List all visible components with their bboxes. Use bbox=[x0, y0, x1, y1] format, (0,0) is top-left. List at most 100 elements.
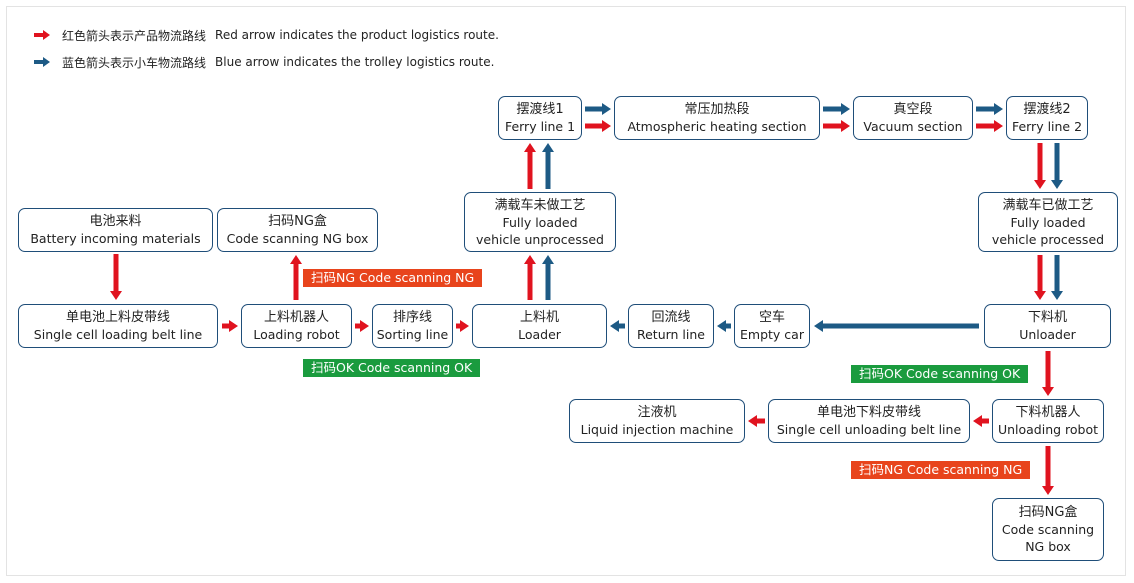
vacuum-en: Vacuum section bbox=[863, 119, 963, 134]
liquid-injection-zh: 注液机 bbox=[637, 405, 677, 420]
arrow-vacuum-to-ferry2-red bbox=[976, 120, 1003, 132]
empty-car-zh: 空车 bbox=[758, 310, 785, 325]
arrow-ferry2-to-processed-red bbox=[1034, 143, 1046, 189]
arrow-unloading-robot-to-ng-box bbox=[1042, 446, 1054, 495]
tag-ng-bottom: 扫码NG Code scanning NG bbox=[851, 461, 1031, 479]
full-unprocessed-zh: 满载车未做工艺 bbox=[494, 197, 586, 213]
arrow-unloader-to-empty-car bbox=[814, 320, 979, 332]
node-full-processed: 满载车已做工艺 Fully loaded vehicle processed bbox=[978, 192, 1118, 252]
full-processed-en1: Fully loaded bbox=[1010, 214, 1086, 230]
ng-box-bottom-en1: Code scanning bbox=[1001, 522, 1095, 537]
battery-incoming-zh: 电池来料 bbox=[89, 214, 142, 229]
node-loader: 上料机 Loader bbox=[472, 304, 607, 348]
node-ferry2: 摆渡线2 Ferry line 2 bbox=[1006, 96, 1088, 140]
arrow-loader-to-unprocessed-red bbox=[524, 255, 536, 300]
node-unloading-robot: 下料机器人 Unloading robot bbox=[992, 399, 1104, 443]
loading-robot-zh: 上料机器人 bbox=[263, 310, 329, 325]
heating-zh: 常压加热段 bbox=[684, 102, 750, 117]
belt-line-zh: 单电池上料皮带线 bbox=[65, 310, 170, 325]
arrow-belt-to-loading-robot bbox=[222, 320, 238, 332]
vacuum-zh: 真空段 bbox=[893, 102, 933, 117]
full-unprocessed-en1: Fully loaded bbox=[502, 214, 578, 230]
node-unloader: 下料机 Unloader bbox=[984, 304, 1111, 348]
unload-belt-en: Single cell unloading belt line bbox=[776, 422, 962, 437]
ferry1-en: Ferry line 1 bbox=[504, 119, 576, 134]
ng-box-top-zh: 扫码NG盒 bbox=[268, 214, 327, 229]
arrow-ferry1-to-heating-red bbox=[585, 120, 611, 132]
red-arrow-icon bbox=[34, 30, 50, 40]
legend-red: 红色箭头表示产品物流路线 Red arrow indicates the pro… bbox=[34, 26, 499, 44]
node-battery-incoming: 电池来料 Battery incoming materials bbox=[18, 208, 213, 252]
tag-ok-right: 扫码OK Code scanning OK bbox=[851, 365, 1029, 383]
ferry1-zh: 摆渡线1 bbox=[516, 102, 564, 117]
unloader-zh: 下料机 bbox=[1027, 310, 1067, 325]
node-belt-line: 单电池上料皮带线 Single cell loading belt line bbox=[18, 304, 218, 348]
loading-robot-en: Loading robot bbox=[253, 327, 340, 342]
node-full-unprocessed: 满载车未做工艺 Fully loaded vehicle unprocessed bbox=[464, 192, 616, 252]
arrow-unloading-robot-to-belt bbox=[973, 415, 989, 427]
node-heating: 常压加热段 Atmospheric heating section bbox=[614, 96, 820, 140]
arrow-ferry2-to-processed-blue bbox=[1051, 143, 1063, 189]
arrow-belt-to-liquid-injection bbox=[748, 415, 765, 427]
arrow-sorting-to-loader bbox=[456, 320, 469, 332]
arrow-battery-to-belt bbox=[110, 254, 122, 300]
ng-box-top-en: Code scanning NG box bbox=[226, 231, 369, 246]
ng-box-bottom-en2: NG box bbox=[1025, 539, 1071, 554]
node-loading-robot: 上料机器人 Loading robot bbox=[241, 304, 352, 348]
arrow-return-to-loader bbox=[610, 320, 625, 332]
arrow-ferry1-to-heating-blue bbox=[585, 103, 611, 115]
arrow-empty-car-to-return bbox=[717, 320, 731, 332]
unloading-robot-en: Unloading robot bbox=[997, 422, 1099, 437]
return-line-en: Return line bbox=[636, 327, 705, 342]
unloader-en: Unloader bbox=[1019, 327, 1076, 342]
sorting-line-en: Sorting line bbox=[376, 327, 449, 342]
arrow-robot-to-ng-box bbox=[290, 255, 302, 300]
diagram-frame bbox=[6, 6, 1126, 576]
node-liquid-injection: 注液机 Liquid injection machine bbox=[569, 399, 745, 443]
full-processed-en2: vehicle processed bbox=[991, 231, 1105, 247]
ferry2-zh: 摆渡线2 bbox=[1023, 102, 1071, 117]
full-processed-zh: 满载车已做工艺 bbox=[1002, 197, 1094, 213]
legend-red-zh: 红色箭头表示产品物流路线 bbox=[62, 28, 207, 43]
loader-zh: 上料机 bbox=[519, 310, 559, 325]
node-ferry1: 摆渡线1 Ferry line 1 bbox=[498, 96, 582, 140]
legend-blue-zh: 蓝色箭头表示小车物流路线 bbox=[62, 55, 207, 70]
arrow-loader-to-unprocessed-blue bbox=[542, 255, 554, 300]
return-line-zh: 回流线 bbox=[651, 310, 691, 325]
blue-arrow-icon bbox=[34, 57, 50, 67]
node-unload-belt: 单电池下料皮带线 Single cell unloading belt line bbox=[768, 399, 970, 443]
unloading-robot-zh: 下料机器人 bbox=[1015, 405, 1081, 420]
sorting-line-zh: 排序线 bbox=[392, 310, 432, 325]
ferry2-en: Ferry line 2 bbox=[1011, 119, 1083, 134]
node-return-line: 回流线 Return line bbox=[628, 304, 714, 348]
node-empty-car: 空车 Empty car bbox=[734, 304, 810, 348]
legend-red-en: Red arrow indicates the product logistic… bbox=[215, 28, 499, 42]
heating-en: Atmospheric heating section bbox=[627, 119, 807, 134]
battery-incoming-en: Battery incoming materials bbox=[30, 231, 201, 246]
full-unprocessed-en2: vehicle unprocessed bbox=[476, 231, 604, 247]
empty-car-en: Empty car bbox=[740, 327, 804, 342]
ng-box-bottom-zh: 扫码NG盒 bbox=[1018, 505, 1078, 520]
node-vacuum: 真空段 Vacuum section bbox=[853, 96, 973, 140]
loader-en: Loader bbox=[518, 327, 561, 342]
arrow-vacuum-to-ferry2-blue bbox=[976, 103, 1003, 115]
arrow-heating-to-vacuum-blue bbox=[823, 103, 850, 115]
arrow-unloader-to-unloading-robot bbox=[1042, 351, 1054, 396]
belt-line-en: Single cell loading belt line bbox=[33, 327, 203, 342]
tag-ng-top: 扫码NG Code scanning NG bbox=[303, 269, 483, 287]
legend-blue: 蓝色箭头表示小车物流路线 Blue arrow indicates the tr… bbox=[34, 53, 494, 71]
node-sorting-line: 排序线 Sorting line bbox=[372, 304, 453, 348]
tag-ok-left: 扫码OK Code scanning OK bbox=[303, 359, 481, 377]
arrow-unprocessed-to-ferry1-red bbox=[524, 143, 536, 189]
arrow-processed-to-unloader-blue bbox=[1051, 255, 1063, 300]
arrow-processed-to-unloader-red bbox=[1034, 255, 1046, 300]
legend-blue-en: Blue arrow indicates the trolley logisti… bbox=[215, 55, 495, 69]
node-ng-box-top: 扫码NG盒 Code scanning NG box bbox=[217, 208, 378, 252]
unload-belt-zh: 单电池下料皮带线 bbox=[816, 405, 921, 420]
arrow-unprocessed-to-ferry1-blue bbox=[542, 143, 554, 189]
liquid-injection-en: Liquid injection machine bbox=[580, 422, 734, 437]
arrow-robot-to-sorting bbox=[355, 320, 369, 332]
arrow-heating-to-vacuum-red bbox=[823, 120, 850, 132]
node-ng-box-bottom: 扫码NG盒 Code scanning NG box bbox=[992, 498, 1104, 561]
